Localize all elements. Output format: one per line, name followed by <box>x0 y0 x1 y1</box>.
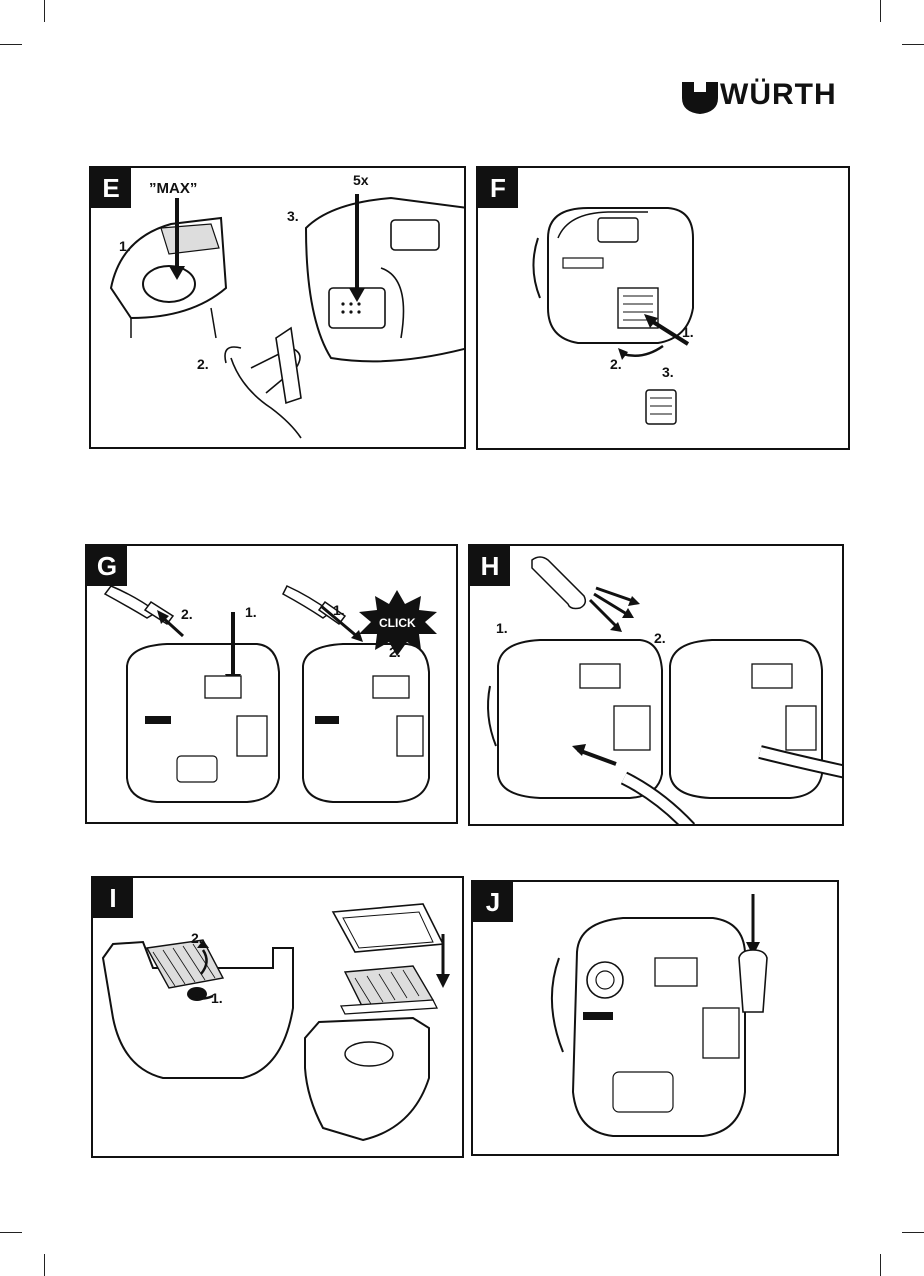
panel-j: J <box>471 880 839 1156</box>
panel-g-illustration <box>87 546 458 824</box>
crop-mark <box>0 1232 22 1233</box>
step-2-label: 2. <box>389 644 401 660</box>
panel-h: H 1. 2. <box>468 544 844 826</box>
panel-i: I 2. 1. <box>91 876 464 1158</box>
crop-mark <box>902 1232 924 1233</box>
crop-mark <box>902 44 924 45</box>
panel-f: F 1. 2. 3. <box>476 166 850 450</box>
crop-mark <box>44 0 45 22</box>
panel-f-illustration <box>478 168 850 450</box>
step-2-label: 2. <box>654 630 666 646</box>
step-2-label: 2. <box>610 356 622 372</box>
step-2-label: 2. <box>181 606 193 622</box>
step-1-label: 1. <box>211 990 223 1006</box>
panel-e-illustration <box>91 168 466 449</box>
crop-mark <box>880 0 881 22</box>
panel-h-illustration <box>470 546 844 826</box>
step-3-label: 3. <box>662 364 674 380</box>
step-1-label: 1. <box>496 620 508 636</box>
panel-g: G 2. 1. 1. 2. CLICK <box>85 544 458 824</box>
step-2-label: 2. <box>191 930 203 946</box>
step-1-label: 1. <box>333 602 345 618</box>
step-1-label: 1. <box>682 324 694 340</box>
crop-mark <box>880 1254 881 1276</box>
panel-j-illustration <box>473 882 839 1156</box>
step-1-label: 1. <box>119 238 131 254</box>
crop-mark <box>0 44 22 45</box>
click-label: CLICK <box>379 616 416 630</box>
crop-mark <box>44 1254 45 1276</box>
step-1-label: 1. <box>245 604 257 620</box>
wurth-logo: WÜRTH <box>680 76 850 116</box>
wurth-logo-icon <box>680 76 720 116</box>
step-2-label: 2. <box>197 356 209 372</box>
brand-name: WÜRTH <box>720 78 837 112</box>
max-label: ”MAX” <box>149 180 197 197</box>
panel-e: E ”MAX” 5x 1. 2. 3. <box>89 166 466 449</box>
panel-i-illustration <box>93 878 464 1158</box>
count-label: 5x <box>353 172 369 188</box>
step-3-label: 3. <box>287 208 299 224</box>
